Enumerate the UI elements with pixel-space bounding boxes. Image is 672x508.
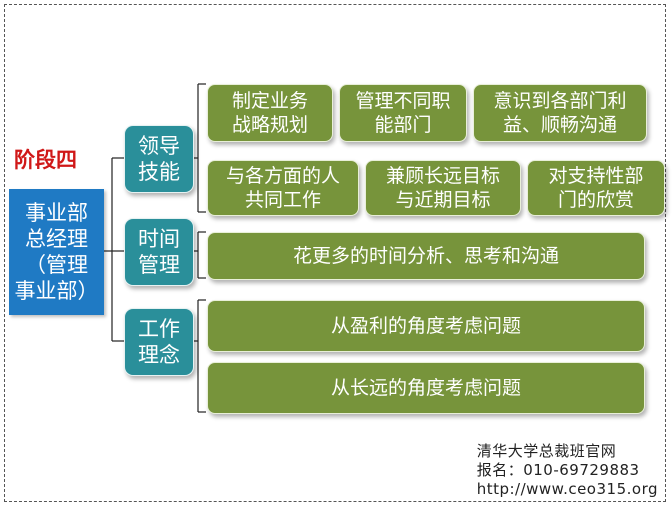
category-work-philosophy: 工作 理念 [124, 308, 194, 376]
footer-watermark: 清华大学总裁班官网 报名：010-69729883 http://www.ceo… [477, 442, 658, 499]
stage-label: 阶段四 [14, 148, 77, 172]
leaf-long-term-perspective: 从长远的角度考虑问题 [207, 362, 645, 414]
leaf-department-communication: 意识到各部门利 益、顺畅沟通 [473, 84, 647, 142]
root-node-division-gm: 事业部 总经理 （管理 事业部） [9, 189, 104, 315]
footer-url: http://www.ceo315.org [476, 480, 658, 498]
leaf-long-short-goals: 兼顾长远目标 与近期目标 [365, 160, 521, 216]
leaf-manage-functions: 管理不同职 能部门 [339, 84, 467, 142]
leaf-strategy-planning: 制定业务 战略规划 [207, 84, 333, 142]
category-time-management: 时间 管理 [124, 218, 194, 286]
category-leadership-skills: 领导 技能 [124, 125, 194, 193]
page-frame [4, 4, 666, 502]
leaf-profit-perspective: 从盈利的角度考虑问题 [207, 300, 645, 352]
leaf-appreciate-support: 对支持性部 门的欣赏 [527, 160, 665, 216]
footer-phone: 报名：010-69729883 [476, 461, 640, 479]
leaf-work-with-people: 与各方面的人 共同工作 [207, 160, 359, 216]
leaf-more-time-thinking: 花更多的时间分析、思考和沟通 [207, 232, 645, 280]
footer-org-name: 清华大学总裁班官网 [476, 442, 617, 460]
